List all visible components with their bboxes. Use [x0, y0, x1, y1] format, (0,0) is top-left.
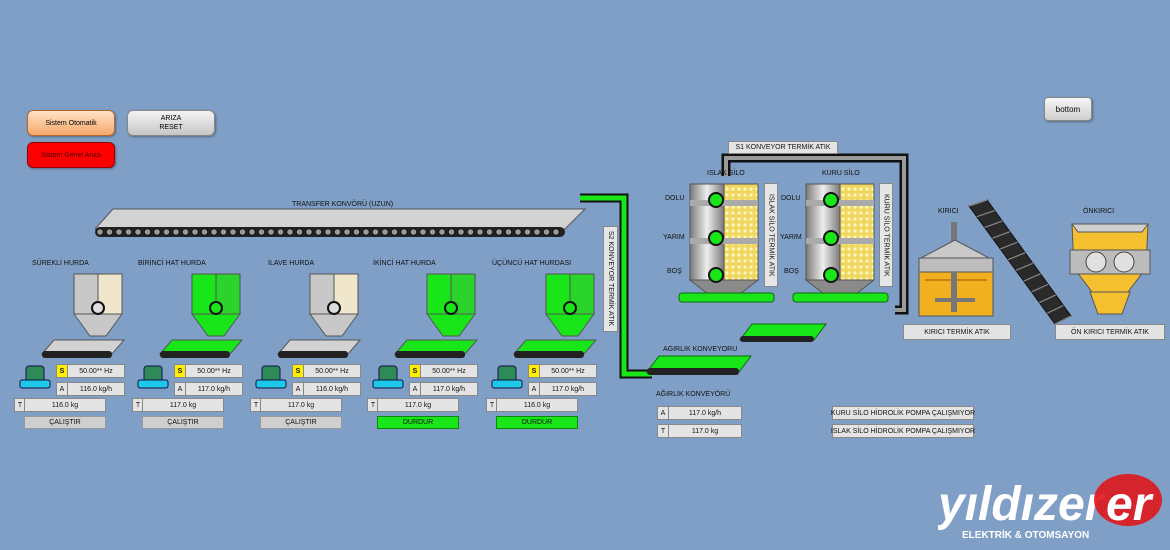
feeder-name: İLAVE HURDA [268, 260, 315, 267]
feeder-conveyor [158, 339, 244, 358]
weight-conveyor-lower-label: AĞIRLIK KONVEYÖRÜ [656, 391, 731, 398]
feeder-rate: 117.0 kg/h [420, 382, 478, 396]
feeder-name: SÜREKLİ HURDA [32, 260, 89, 267]
feeder-frequency: 50.00** Hz [539, 364, 597, 378]
fault-reset-label-1: ARIZA [160, 115, 182, 122]
feeder-name: İKİNCİ HAT HURDA [373, 260, 436, 267]
wet-empty-indicator [708, 267, 724, 283]
dry-silo [804, 183, 876, 295]
fault-reset-button[interactable]: ARIZA RESET [127, 110, 215, 136]
feeder-rate: 116.0 kg/h [67, 382, 125, 396]
feeder-name: ÜÇÜNCÜ HAT HURDASI [492, 260, 572, 267]
dry-half-indicator [823, 230, 839, 246]
wet-silo [688, 183, 760, 295]
brand-subtitle: ELEKTRİK & OTOMSAYON [962, 528, 1089, 541]
feeder-frequency: 50.00** Hz [185, 364, 243, 378]
s1-waste-label: S1 KONVEYOR TERMİK ATIK [728, 141, 838, 154]
feeder-motor [19, 365, 51, 389]
dry-empty-label: BOŞ [784, 268, 799, 275]
feeder-rate: 117.0 kg/h [539, 382, 597, 396]
fault-reset-label-2: RESET [159, 124, 183, 131]
feeder-motor [372, 365, 404, 389]
feeder-status-button[interactable]: DURDUR [496, 416, 578, 429]
weight-conveyor-upper [739, 323, 827, 342]
dry-half-label: YARIM [780, 234, 802, 241]
svg-text:er: er [1106, 478, 1154, 531]
feeder-frequency: 50.00** Hz [303, 364, 361, 378]
feeder-status-button[interactable]: ÇALIŞTIR [260, 416, 342, 429]
green-chute-pipe [580, 193, 652, 379]
wet-silo-label: ISLAK SİLO [707, 170, 745, 177]
feeder-status-button[interactable]: ÇALIŞTIR [24, 416, 106, 429]
feeder-rate: 117.0 kg/h [185, 382, 243, 396]
crusher-label: KIRICI [938, 208, 959, 215]
weight-conveyor-upper-label: AGIRLIK KONVEYORU [663, 346, 738, 353]
feeder-total: 116.0 kg [496, 398, 578, 412]
weighing-total-value: 117.0 kg [668, 424, 742, 438]
wet-full-label: DOLU [665, 195, 685, 202]
auto-mode-button[interactable]: Sistem Otomatik [27, 110, 115, 136]
feeder-conveyor [393, 339, 479, 358]
feeder-hopper [309, 273, 359, 337]
pre-crusher-label: ÖNKIRICI [1083, 208, 1115, 215]
feeder-total: 116.0 kg [24, 398, 106, 412]
dry-pump-message: KURU SİLO HİDROLİK POMPA ÇALIŞMIYOR [831, 406, 975, 420]
wet-half-label: YARIM [663, 234, 685, 241]
feeder-conveyor [276, 339, 362, 358]
feeder-frequency: 50.00** Hz [420, 364, 478, 378]
dry-empty-indicator [823, 267, 839, 283]
wet-full-indicator [708, 192, 724, 208]
brand-name: yıldızer [938, 478, 1106, 531]
feeder-hopper [191, 273, 241, 337]
feeder-a-letter: A [174, 382, 186, 396]
feeder-s-letter: S [56, 364, 68, 378]
feeder-motor [137, 365, 169, 389]
wet-pump-message: ISLAK SİLO HİDROLİK POMPA ÇALIŞMIYOR [831, 424, 975, 438]
pre-crusher [1069, 223, 1151, 315]
weight-conveyor-lower [646, 355, 752, 375]
incline-conveyor [968, 199, 1072, 325]
feeder-motor [491, 365, 523, 389]
wet-empty-label: BOŞ [667, 268, 682, 275]
feeder-hopper [426, 273, 476, 337]
general-fault-button[interactable]: Sistem Genel Arıza [27, 142, 115, 168]
feeder-name: BİRİNCİ HAT HURDA [138, 260, 206, 267]
transfer-conveyor [95, 208, 587, 237]
feeder-total: 117.0 kg [142, 398, 224, 412]
feeder-frequency: 50.00** Hz [67, 364, 125, 378]
weighing-rate-value: 117.0 kg/h [668, 406, 742, 420]
dry-full-indicator [823, 192, 839, 208]
s2-waste-label: S2 KONVEYOR TERMİK ATIK [603, 226, 618, 332]
wet-half-indicator [708, 230, 724, 246]
feeder-hopper [545, 273, 595, 337]
pre-crusher-waste-label: ÖN KIRICI TERMİK ATIK [1055, 324, 1165, 340]
dry-full-label: DOLU [781, 195, 801, 202]
crusher-waste-label: KIRICI TERMİK ATIK [903, 324, 1011, 340]
bottom-button[interactable]: bottom [1044, 97, 1092, 121]
feeder-conveyor [40, 339, 126, 358]
dry-silo-label: KURU SİLO [822, 170, 860, 177]
feeder-conveyor [512, 339, 598, 358]
dry-silo-conveyor [792, 292, 889, 303]
feeder-hopper [73, 273, 123, 337]
wet-silo-waste-label: ISLAK SİLO TERMİK ATIK [764, 183, 778, 287]
feeder-total: 117.0 kg [260, 398, 342, 412]
wet-silo-conveyor [678, 292, 775, 303]
feeder-status-button[interactable]: DURDUR [377, 416, 459, 429]
dry-silo-waste-label: KURU SİLO TERMİK ATIK [879, 183, 893, 287]
feeder-status-button[interactable]: ÇALIŞTIR [142, 416, 224, 429]
crusher [918, 222, 994, 317]
brand-logo: yıldızer er ELEKTRİK & OTOMSAYON [938, 474, 1162, 541]
transfer-conveyor-label: TRANSFER KONVÖRÜ (UZUN) [292, 201, 394, 208]
feeder-rate: 116.0 kg/h [303, 382, 361, 396]
black-pipe [721, 153, 909, 315]
feeder-motor [255, 365, 287, 389]
feeder-total: 117.0 kg [377, 398, 459, 412]
